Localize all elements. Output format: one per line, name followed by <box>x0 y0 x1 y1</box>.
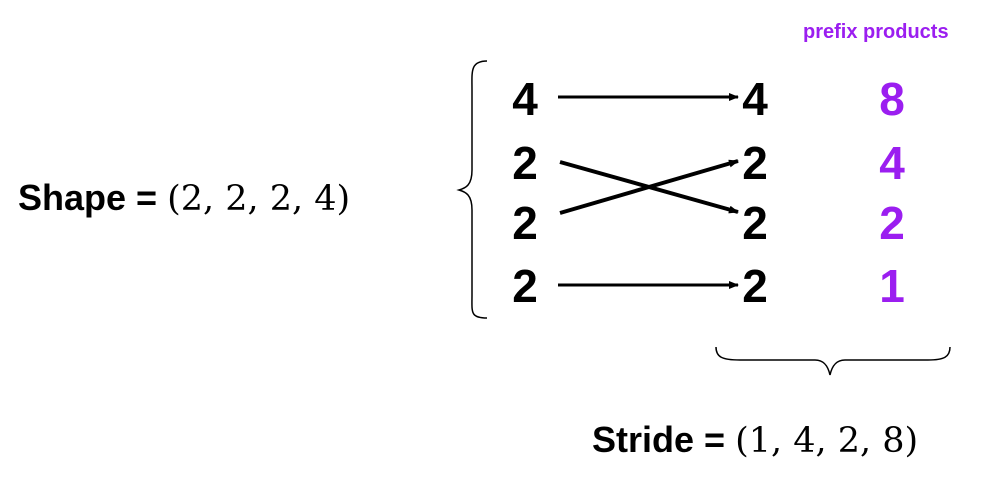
permuted-dim-1: 4 <box>742 73 768 125</box>
shape-brace <box>456 60 488 319</box>
shape-dim-2: 2 <box>512 137 538 189</box>
permuted-dim-2: 2 <box>742 137 768 189</box>
stride-label: Stride =(1, 4, 2, 8) <box>592 422 918 459</box>
stride-tuple: (1, 4, 2, 8) <box>735 421 919 461</box>
arrow-row3-to-row2 <box>559 159 739 215</box>
shape-tuple: (2, 2, 2, 4) <box>167 179 351 219</box>
prefix-product-2: 4 <box>879 137 905 189</box>
stride-label-text: Stride = <box>592 419 726 460</box>
permuted-dim-4: 2 <box>742 260 768 312</box>
permuted-dim-3: 2 <box>742 197 768 249</box>
prefix-product-1: 8 <box>879 73 905 125</box>
shape-label-text: Shape = <box>18 177 158 218</box>
shape-dim-4: 2 <box>512 260 538 312</box>
prefix-products-title: prefix products <box>803 21 949 43</box>
shape-dim-3: 2 <box>512 197 538 249</box>
stride-brace <box>715 346 951 376</box>
prefix-product-4: 1 <box>879 260 905 312</box>
shape-dim-1: 4 <box>512 73 538 125</box>
shape-label: Shape =(2, 2, 2, 4) <box>18 180 350 217</box>
prefix-product-3: 2 <box>879 197 905 249</box>
